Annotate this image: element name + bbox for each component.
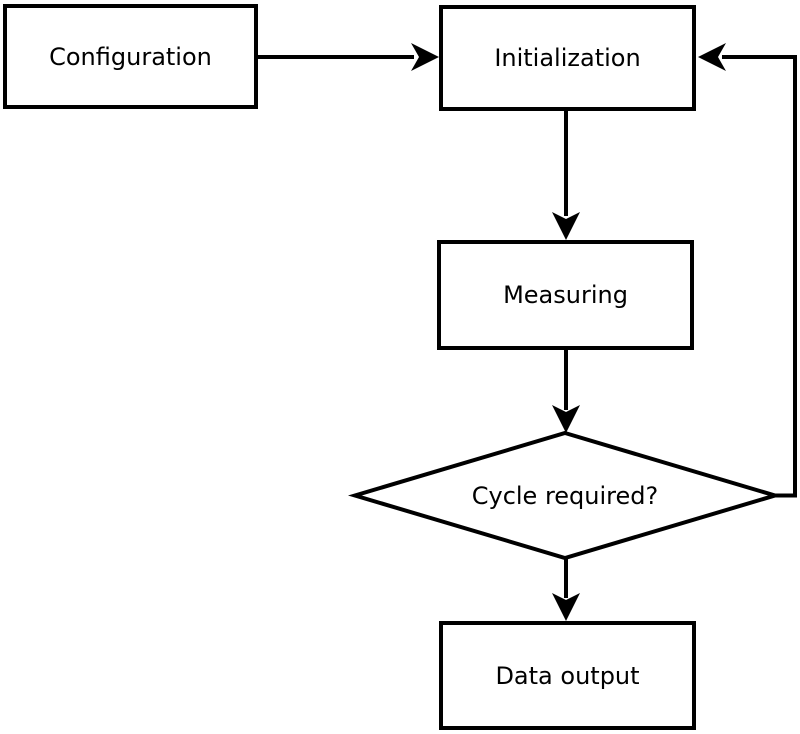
node-cycle-required-decision: Cycle required? (355, 433, 775, 558)
node-measuring-label: Measuring (503, 281, 628, 309)
edge-decision-loop-to-initialization (722, 55, 797, 498)
node-data-output-label: Data output (495, 661, 640, 690)
node-data-output: Data output (439, 621, 696, 730)
node-configuration-label: Configuration (49, 42, 212, 71)
node-initialization-label: Initialization (494, 44, 641, 72)
node-measuring: Measuring (437, 240, 694, 350)
node-initialization: Initialization (439, 5, 696, 111)
node-configuration: Configuration (3, 4, 258, 109)
arrowhead-into-initialization-left (411, 43, 439, 71)
arrowhead-into-data-output-top (552, 593, 580, 621)
arrowhead-into-decision-top (552, 405, 580, 433)
node-cycle-required-label: Cycle required? (471, 481, 659, 510)
arrowhead-into-initialization-right (698, 43, 726, 71)
arrowhead-into-measuring-top (552, 212, 580, 240)
